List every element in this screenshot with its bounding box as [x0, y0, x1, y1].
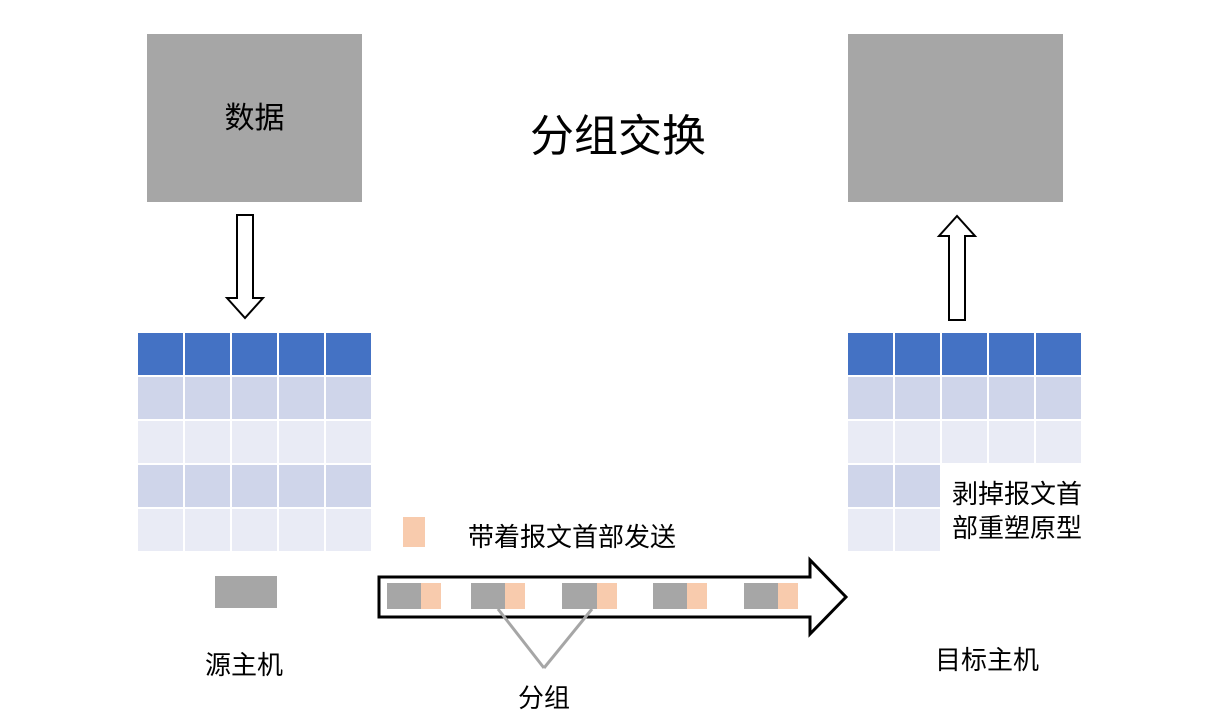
- table-cell: [232, 333, 277, 375]
- table-cell: [279, 333, 324, 375]
- table-cell: [848, 377, 893, 419]
- table-cell: [1036, 421, 1081, 463]
- destination-data-block: [848, 34, 1063, 202]
- table-cell: [989, 421, 1034, 463]
- table-cell: [326, 421, 371, 463]
- table-cell: [185, 333, 230, 375]
- table-cell: [1036, 333, 1081, 375]
- table-cell: [848, 421, 893, 463]
- table-cell: [279, 421, 324, 463]
- packet: [471, 583, 525, 609]
- table-cell: [138, 509, 183, 551]
- table-cell: [895, 421, 940, 463]
- packet-label: 分组: [518, 684, 571, 714]
- table-cell: [895, 465, 940, 507]
- table-cell: [1036, 509, 1081, 551]
- table-cell: [185, 509, 230, 551]
- table-cell: [989, 509, 1034, 551]
- table-cell: [326, 333, 371, 375]
- source-data-block: 数据: [147, 34, 362, 202]
- table-cell: [185, 465, 230, 507]
- source-host-label: 源主机: [205, 651, 284, 681]
- packet: [653, 583, 707, 609]
- table-cell: [848, 509, 893, 551]
- table-cell: [279, 377, 324, 419]
- legend-header-note: 带着报文首部发送: [468, 523, 677, 553]
- packet: [387, 583, 441, 609]
- table-cell: [1036, 465, 1081, 507]
- up-arrow-icon: [936, 214, 978, 321]
- table-cell: [942, 377, 987, 419]
- table-cell: [989, 333, 1034, 375]
- packet: [744, 583, 798, 609]
- table-cell: [942, 421, 987, 463]
- table-cell: [848, 333, 893, 375]
- page-title: 分组交换: [530, 111, 706, 162]
- table-cell: [942, 465, 987, 507]
- table-cell: [138, 333, 183, 375]
- table-cell: [138, 421, 183, 463]
- source-table: [138, 333, 371, 551]
- table-cell: [895, 333, 940, 375]
- table-cell: [942, 509, 987, 551]
- table-cell: [138, 465, 183, 507]
- table-cell: [279, 509, 324, 551]
- table-cell: [185, 377, 230, 419]
- table-cell: [279, 465, 324, 507]
- packet-pointer-line-right: [542, 608, 594, 669]
- source-host-icon: [215, 576, 277, 608]
- table-cell: [326, 377, 371, 419]
- table-cell: [232, 509, 277, 551]
- packet-header-swatch: [403, 517, 425, 547]
- table-cell: [232, 465, 277, 507]
- table-cell: [989, 377, 1034, 419]
- table-cell: [989, 465, 1034, 507]
- packet: [562, 583, 617, 609]
- packet-pointer-line-left: [496, 608, 546, 669]
- table-cell: [895, 377, 940, 419]
- table-cell: [185, 421, 230, 463]
- table-cell: [326, 509, 371, 551]
- destination-host-label: 目标主机: [935, 646, 1040, 676]
- table-cell: [895, 509, 940, 551]
- table-cell: [138, 377, 183, 419]
- source-data-label: 数据: [224, 101, 285, 136]
- strip-header-note: 剥掉报文首部重塑原型: [952, 480, 1083, 544]
- table-cell: [942, 333, 987, 375]
- table-cell: [232, 421, 277, 463]
- down-arrow-icon: [224, 214, 266, 320]
- table-cell: [232, 377, 277, 419]
- table-cell: [326, 465, 371, 507]
- table-cell: [848, 465, 893, 507]
- destination-table: [848, 333, 1081, 551]
- table-cell: [1036, 377, 1081, 419]
